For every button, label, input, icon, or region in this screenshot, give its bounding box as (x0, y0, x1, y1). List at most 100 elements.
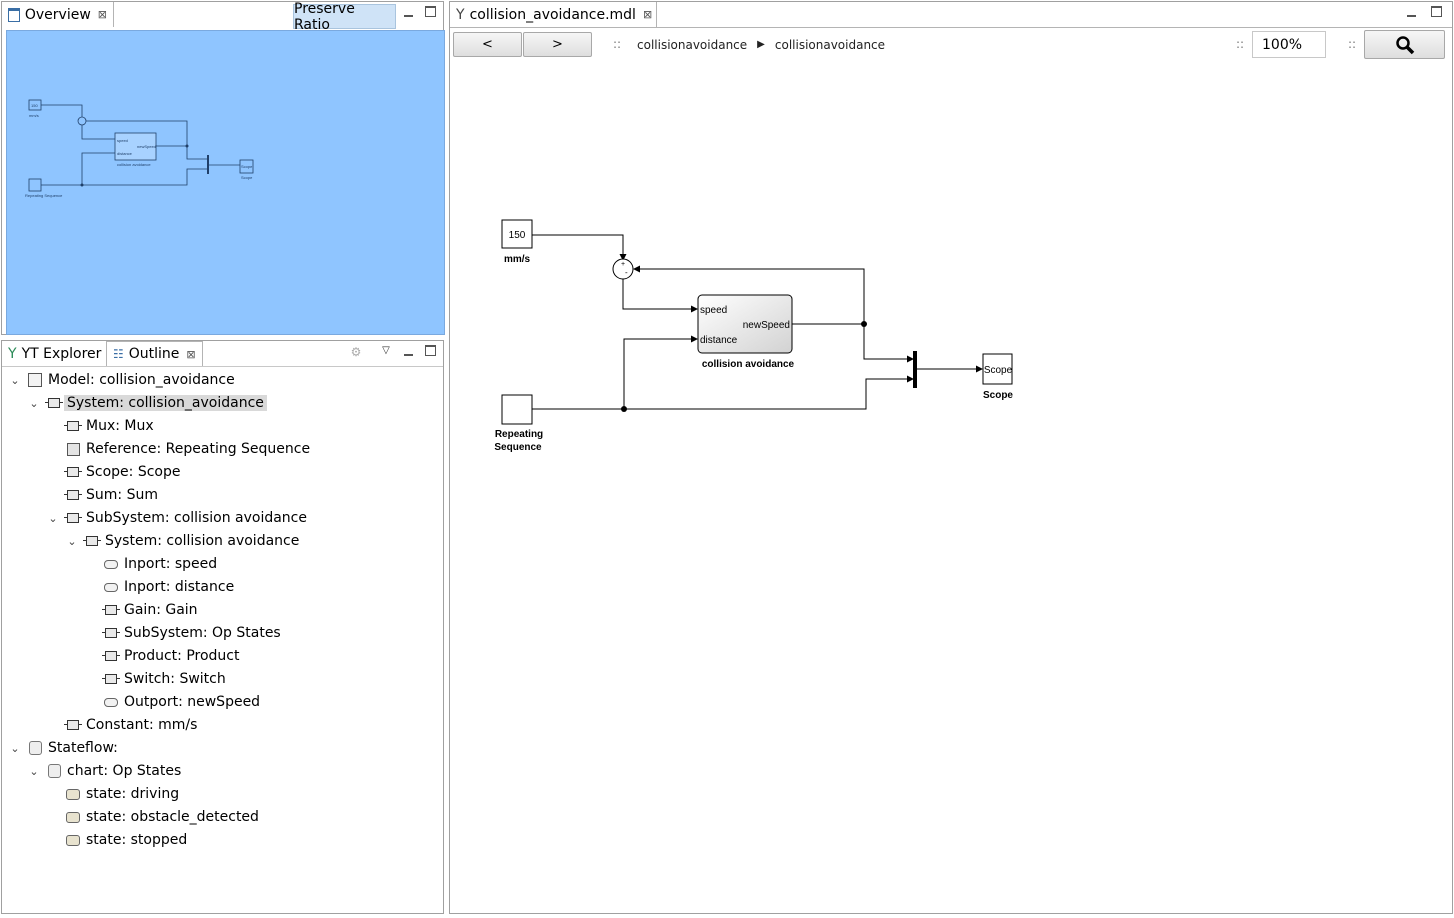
system-icon (83, 534, 101, 548)
editor-toolbar: < > :: collisionavoidance ▶ collisionavo… (451, 28, 1451, 61)
port-speed: speed (700, 305, 727, 316)
model-icon (28, 373, 42, 387)
tree-item[interactable]: Product: Product (84, 645, 239, 667)
tree-item[interactable]: SubSystem: Op States (84, 622, 281, 644)
tree-item[interactable]: Switch: Switch (84, 668, 226, 690)
subsystem-caption: collision avoidance (702, 359, 795, 370)
expand-chevron-icon[interactable]: ⌄ (10, 741, 20, 755)
tree-item[interactable]: Constant: mm/s (46, 714, 197, 736)
expand-chevron-icon[interactable]: ⌄ (48, 511, 58, 525)
mini-scope-text: Scope (241, 164, 253, 169)
expand-chevron-icon[interactable]: ⌄ (67, 534, 77, 548)
block-icon (102, 603, 120, 617)
tree-item[interactable]: Inport: speed (84, 553, 217, 575)
tab-collision-avoidance-mdl[interactable]: Y collision_avoidance.mdl ⊠ (450, 2, 657, 27)
tab-outline-label: Outline (128, 346, 180, 362)
magnifier-icon (1395, 35, 1414, 54)
maximize-icon[interactable] (423, 345, 437, 359)
mini-scope-caption: Scope (241, 175, 253, 180)
tree-item-label: Gain: Gain (124, 602, 198, 618)
expand-chevron-icon[interactable]: ⌄ (29, 396, 39, 410)
tab-yt-explorer[interactable]: Y YT Explorer (2, 341, 106, 366)
tree-item[interactable]: state: driving (46, 783, 179, 805)
outline-panel: Y YT Explorer ☷ Outline ⊠ ⚙ ▽ ⌄Model: co… (1, 340, 444, 914)
minimize-icon[interactable] (401, 345, 415, 359)
maximize-icon[interactable] (1429, 6, 1443, 20)
tree-item-label: state: stopped (86, 832, 188, 848)
tree-item-label: chart: Op States (67, 763, 182, 779)
repeating-sequence-block[interactable]: Repeating Sequence (494, 394, 543, 453)
sum-minus: - (625, 268, 628, 277)
mini-subsystem-caption: collision avoidance (117, 162, 151, 167)
zoom-field[interactable]: 100% (1252, 31, 1326, 58)
link-with-editor-icon[interactable]: ⚙ (350, 345, 362, 359)
tree-item-label: Reference: Repeating Sequence (86, 441, 311, 457)
minimize-icon[interactable] (1404, 6, 1418, 20)
overview-panel: Overview ⊠ Preserve Ratio (1, 1, 445, 335)
block-icon (64, 488, 82, 502)
tab-outline[interactable]: ☷ Outline ⊠ (106, 341, 203, 366)
mini-distance: distance (117, 151, 133, 156)
constant-value: 150 (509, 230, 526, 241)
breadcrumb-item[interactable]: collisionavoidance (637, 37, 748, 52)
tree-item[interactable]: ⌄ chart: Op States (27, 760, 181, 782)
minimize-icon[interactable] (401, 6, 415, 20)
tree-item-label: System: collision_avoidance (64, 395, 267, 411)
mini-newspeed: newSpeed (137, 144, 156, 149)
diagram-canvas[interactable]: 150 mm/s + - speed distance newSpeed col… (451, 62, 1451, 912)
tree-item[interactable]: Sum: Sum (46, 484, 158, 506)
scope-text: Scope (984, 365, 1013, 376)
inport-icon (104, 580, 118, 594)
breadcrumb-item[interactable]: collisionavoidance (774, 37, 886, 52)
tree-item[interactable]: Gain: Gain (84, 599, 198, 621)
tree-item[interactable]: ⌄SubSystem: collision avoidance (46, 507, 307, 529)
scope-block[interactable]: Scope Scope (982, 353, 1013, 401)
back-button[interactable]: < (453, 32, 522, 57)
forward-button[interactable]: > (523, 32, 592, 57)
zoom-value: 100% (1262, 36, 1303, 53)
breadcrumb-arrow-icon: ▶ (757, 39, 765, 50)
tab-overview-label: Overview (24, 6, 91, 23)
yt-explorer-icon: Y (8, 345, 17, 362)
model-file-icon: Y (456, 6, 465, 23)
tree-item[interactable]: Inport: distance (84, 576, 234, 598)
block-icon (102, 672, 120, 686)
breadcrumb: collisionavoidance ▶ collisionavoidance (637, 32, 885, 57)
tree-item[interactable]: Reference: Repeating Sequence (46, 438, 310, 460)
chart-icon (47, 764, 61, 778)
tree-item[interactable]: Outport: newSpeed (84, 691, 260, 713)
outline-icon: ☷ (113, 347, 124, 361)
mini-const-value: 150 (31, 103, 38, 108)
mini-repeating-caption: Repeating Sequence (25, 193, 63, 198)
tree-item[interactable]: ⌄Model: collision_avoidance (8, 369, 234, 391)
tree-item[interactable]: Mux: Mux (46, 415, 154, 437)
preserve-ratio-button[interactable]: Preserve Ratio (293, 1, 396, 33)
mux-block[interactable] (913, 351, 917, 388)
stateflow-icon (28, 741, 42, 755)
close-icon[interactable]: ⊠ (97, 8, 107, 21)
close-icon[interactable]: ⊠ (642, 8, 653, 21)
tab-overview[interactable]: Overview ⊠ (2, 2, 114, 27)
sum-block[interactable]: + - (612, 258, 634, 280)
tree-item[interactable]: ⌄ System: collision_avoidance (27, 392, 267, 414)
maximize-icon[interactable] (423, 6, 437, 20)
state-icon (66, 810, 80, 824)
view-menu-icon[interactable]: ▽ (382, 345, 390, 356)
port-newspeed: newSpeed (743, 320, 790, 331)
search-button[interactable] (1364, 30, 1445, 59)
editor-tab-label: collision_avoidance.mdl (469, 6, 636, 23)
tree-item[interactable]: Scope: Scope (46, 461, 180, 483)
overview-canvas[interactable]: 150 mm/s speed distance newSpeed collisi… (6, 30, 445, 335)
block-icon (64, 419, 82, 433)
tree-item[interactable]: ⌄Stateflow: (8, 737, 117, 759)
tree-item[interactable]: state: stopped (46, 829, 187, 851)
expand-chevron-icon[interactable]: ⌄ (29, 764, 39, 778)
tree-item[interactable]: ⌄System: collision avoidance (65, 530, 299, 552)
tree-item[interactable]: state: obstacle_detected (46, 806, 259, 828)
collision-avoidance-subsystem[interactable]: speed distance newSpeed collision avoida… (697, 294, 795, 370)
constant-caption: mm/s (504, 254, 531, 265)
close-icon[interactable]: ⊠ (186, 347, 196, 361)
tree-item-label: Constant: mm/s (86, 717, 198, 733)
expand-chevron-icon[interactable]: ⌄ (10, 373, 20, 387)
constant-block[interactable]: 150 mm/s (501, 219, 533, 265)
